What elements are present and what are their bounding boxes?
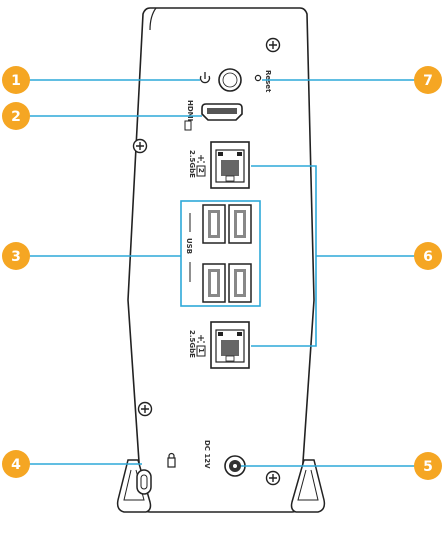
chassis <box>116 7 326 513</box>
lan1-number-box <box>196 345 206 357</box>
callout-6-number: 6 <box>423 249 433 265</box>
power-icon <box>199 72 211 84</box>
screw-icon <box>265 470 281 486</box>
usb-port <box>202 263 226 303</box>
right-foot-inner <box>297 469 319 501</box>
screw-icon <box>132 138 148 154</box>
usb-port <box>202 204 226 244</box>
hdmi-logo <box>184 120 192 131</box>
callout-4: 4 <box>2 450 30 478</box>
callout-2-number: 2 <box>11 109 21 125</box>
hdmi-port <box>201 103 243 121</box>
callout-6: 6 <box>414 242 442 270</box>
right-foot <box>290 459 326 513</box>
kensington-lock <box>136 469 152 495</box>
hdmi-label: HDMI <box>186 100 194 121</box>
screw-icon <box>265 37 281 53</box>
lan1-number: 1 <box>197 348 205 353</box>
usb-ports: USB <box>180 200 261 307</box>
callout-5-number: 5 <box>423 459 433 475</box>
lan2-number-box <box>196 165 206 177</box>
callout-7: 7 <box>414 66 442 94</box>
dc-label: DC 12V <box>203 440 211 469</box>
lan-speed-label: 2.5GbE <box>188 330 196 358</box>
power-button <box>218 68 242 92</box>
reset-button <box>254 74 262 82</box>
dc-jack <box>224 455 246 477</box>
usb-port <box>228 204 252 244</box>
lan-speed-label: 2.5GbE <box>188 150 196 178</box>
callout-3-number: 3 <box>11 249 21 265</box>
usb-group-frame <box>180 200 261 307</box>
usb-label: USB <box>185 238 193 254</box>
callout-7-number: 7 <box>423 73 433 89</box>
callout-1: 1 <box>2 66 30 94</box>
callout-1-number: 1 <box>11 73 21 89</box>
network-icon <box>197 335 205 343</box>
chassis-outline <box>127 7 315 513</box>
lock-icon <box>167 452 176 468</box>
reset-label: Reset <box>264 70 272 93</box>
lan2-number: 2 <box>197 168 205 173</box>
lan2-port <box>210 141 250 189</box>
callout-2: 2 <box>2 102 30 130</box>
lan2-label-group: 2.5GbE 2 <box>188 150 206 178</box>
screws <box>132 37 281 486</box>
usb-port <box>228 263 252 303</box>
lan1-port <box>210 321 250 369</box>
callout-3: 3 <box>2 242 30 270</box>
leader-lines <box>16 79 428 467</box>
network-icon <box>197 155 205 163</box>
lan1-label-group: 2.5GbE 1 <box>188 330 206 358</box>
callout-5: 5 <box>414 452 442 480</box>
chassis-top-edge <box>149 7 157 31</box>
screw-icon <box>137 401 153 417</box>
callout-4-number: 4 <box>11 457 21 473</box>
leader-line-6 <box>251 165 428 347</box>
left-foot <box>116 459 152 513</box>
callouts: 1 2 3 4 5 6 7 <box>2 66 442 480</box>
